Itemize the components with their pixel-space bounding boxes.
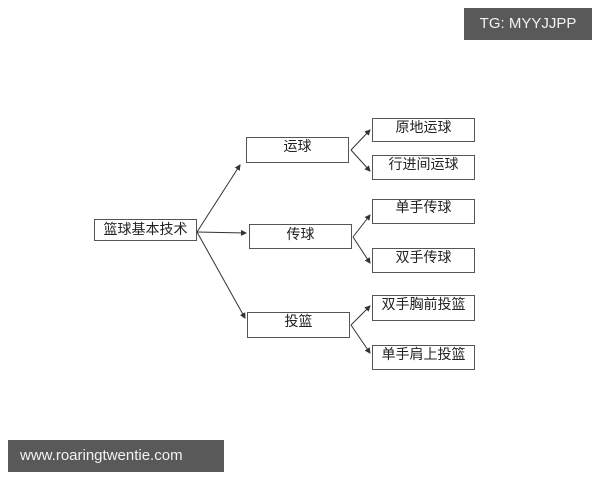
branch-node-passing: 传球 <box>249 224 352 249</box>
leaf-node: 双手传球 <box>372 248 475 273</box>
leaf-node: 单手肩上投篮 <box>372 345 475 370</box>
branch-node-shooting: 投篮 <box>247 312 350 338</box>
root-node: 篮球基本技术 <box>94 219 197 241</box>
leaf-node: 单手传球 <box>372 199 475 224</box>
branch-node-dribbling: 运球 <box>246 137 349 163</box>
watermark-website: www.roaringtwentie.com <box>8 440 224 472</box>
leaf-node: 原地运球 <box>372 118 475 142</box>
leaf-node: 行进间运球 <box>372 155 475 180</box>
watermark-telegram: TG: MYYJJPP <box>464 8 592 40</box>
leaf-node: 双手胸前投篮 <box>372 295 475 321</box>
